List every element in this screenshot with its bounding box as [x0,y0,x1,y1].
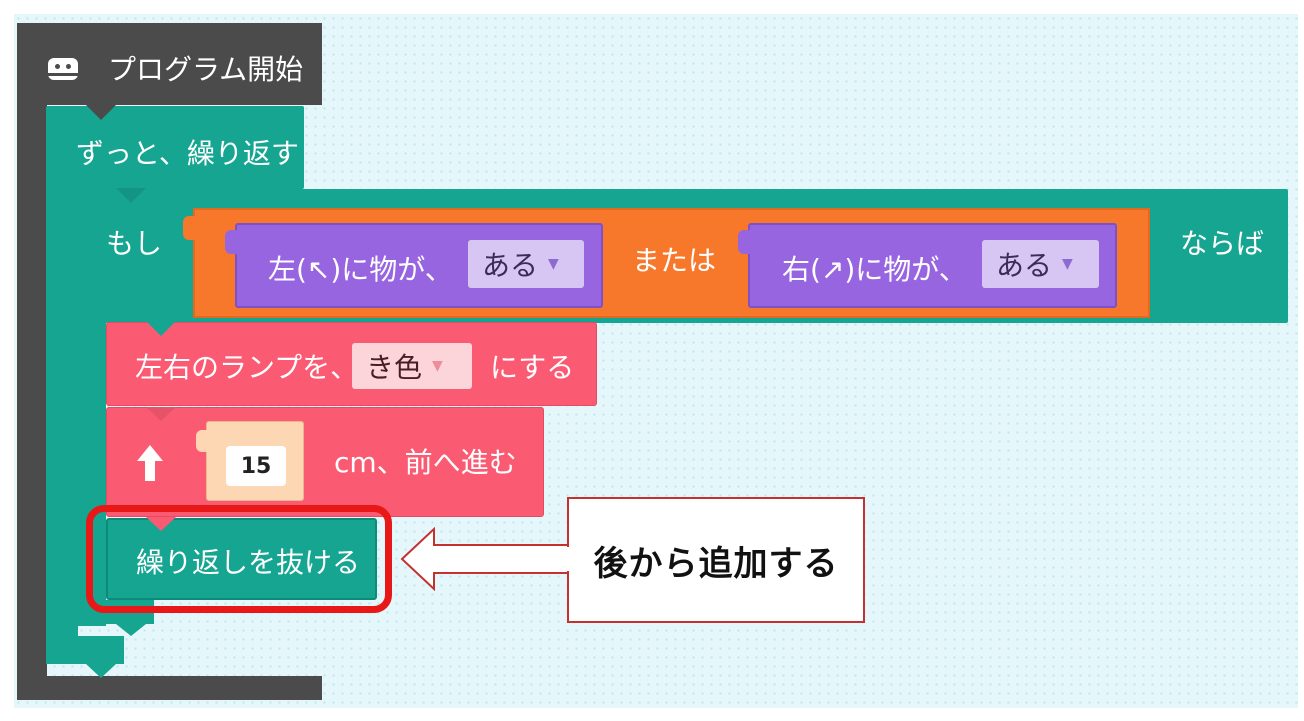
lamp-prefix: 左右のランプを、 [135,351,359,384]
forever-label: ずっと、繰り返す [76,137,299,170]
left-sensor-block[interactable] [235,223,603,308]
forever-notch [86,105,116,120]
chevron-down-icon: ▼ [548,256,559,272]
annotation-callout: 後から追加する [567,497,865,623]
robot-icon [48,58,78,80]
forever-bottom-notch [86,664,116,678]
chevron-down-icon: ▼ [432,358,443,374]
number-input-block[interactable] [206,421,304,501]
highlight-box [86,505,392,613]
if-bottom-notch [116,624,146,636]
distance-value: 15 [240,453,272,479]
break-notch [146,517,176,531]
or-block-tab [183,216,197,240]
annotation-text: 後から追加する [593,543,839,584]
if-notch [116,188,146,203]
lamp-block[interactable] [106,322,597,406]
chevron-down-icon: ▼ [1062,256,1073,272]
break-loop-block[interactable] [106,518,377,600]
right-sensor-label: 右(↗)に物が、 [782,253,967,286]
left-sensor-value: ある [482,249,539,282]
move-notch [146,407,176,421]
forever-bottom-arm [46,636,124,664]
number-field[interactable]: 15 [226,446,286,486]
lamp-color-value: き色 [366,351,423,384]
move-block[interactable] [106,407,544,517]
left-sensor-dropdown[interactable]: ある ▼ [468,240,584,288]
then-label: ならば [1180,227,1265,260]
forever-wrapper-arm [46,186,78,638]
program-start-wrapper-arm [17,100,47,678]
program-start-label: プログラム開始 [108,53,304,86]
callout-arrow [400,527,571,591]
move-suffix: cm、前へ進む [334,446,517,479]
lamp-color-dropdown[interactable]: き色 ▼ [352,343,472,389]
right-sensor-dropdown[interactable]: ある ▼ [982,240,1099,288]
right-sensor-value: ある [996,249,1053,282]
left-sensor-label: 左(↖)に物が、 [268,253,453,286]
number-input-tab [196,430,210,452]
right-sensor-tab [738,230,752,254]
program-start-bottom-arm [17,676,322,700]
lamp-notch [146,321,176,336]
left-sensor-tab [225,230,239,254]
or-label: または [632,244,717,277]
lamp-suffix: にする [490,351,575,384]
if-label: もし [106,227,163,260]
arrow-up-icon [137,445,163,481]
callout-seam [566,547,570,571]
break-loop-label: 繰り返しを抜ける [136,546,361,579]
